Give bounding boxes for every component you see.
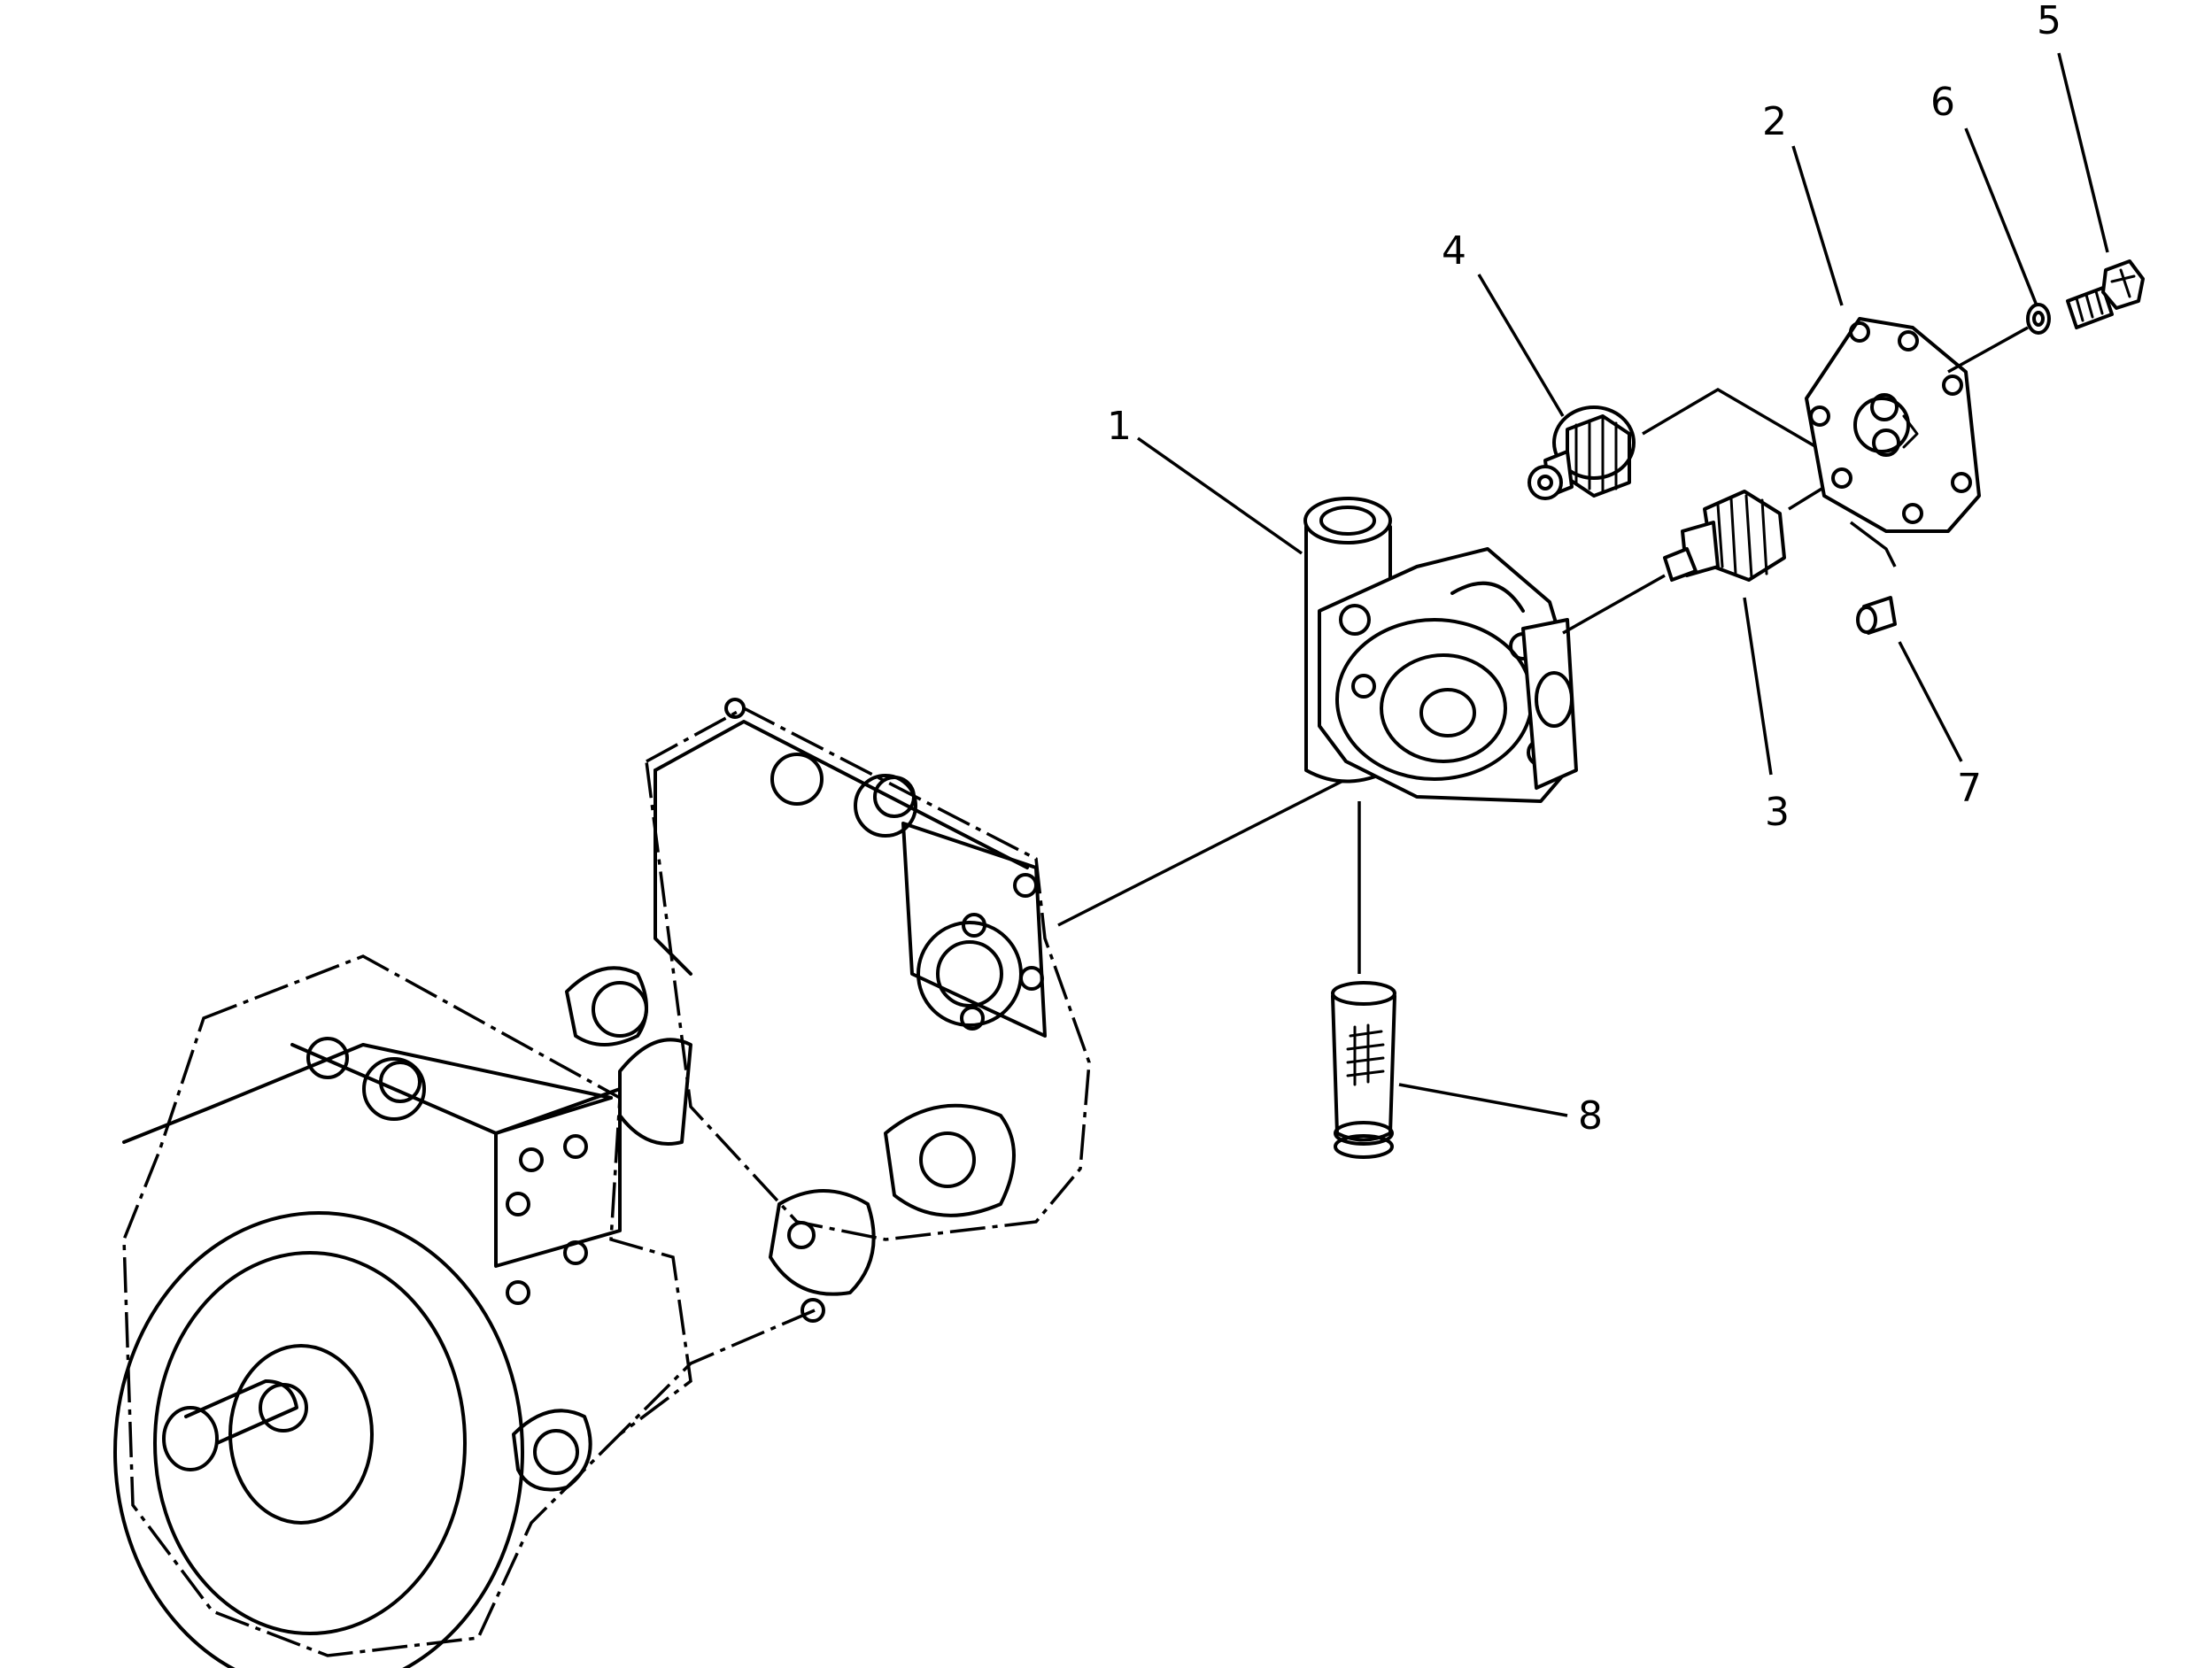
assembly-centerline <box>1057 768 1365 927</box>
gear3-shaft-line <box>1562 574 1666 635</box>
part-6-washer <box>2026 303 2051 335</box>
plate-to-pin-line <box>1849 521 1897 568</box>
part-4-driven-gear <box>1528 405 1636 500</box>
callout-leaders <box>1136 52 2109 1117</box>
callout-7: 7 <box>1957 766 1982 811</box>
part-1-housing <box>1303 497 1578 803</box>
part-5-bolt <box>2066 259 2145 329</box>
callout-4: 4 <box>1442 228 1466 274</box>
callout-8: 8 <box>1578 1093 1603 1139</box>
main-hydraulic-pump <box>113 698 1091 1668</box>
plate-to-washer-line <box>1947 326 2029 374</box>
part-7-dowel-pin <box>1856 596 1897 635</box>
part-2-cover-plate <box>1805 317 1981 533</box>
part-3-drive-gear <box>1663 490 1786 582</box>
callout-6: 6 <box>1930 80 1955 125</box>
part-8-strainer <box>1331 981 1396 1159</box>
callout-5: 5 <box>2037 0 2061 43</box>
gear4-to-plate-line <box>1642 387 1825 453</box>
callout-3: 3 <box>1765 790 1790 835</box>
callout-1: 1 <box>1107 404 1132 449</box>
callout-2: 2 <box>1762 99 1787 144</box>
